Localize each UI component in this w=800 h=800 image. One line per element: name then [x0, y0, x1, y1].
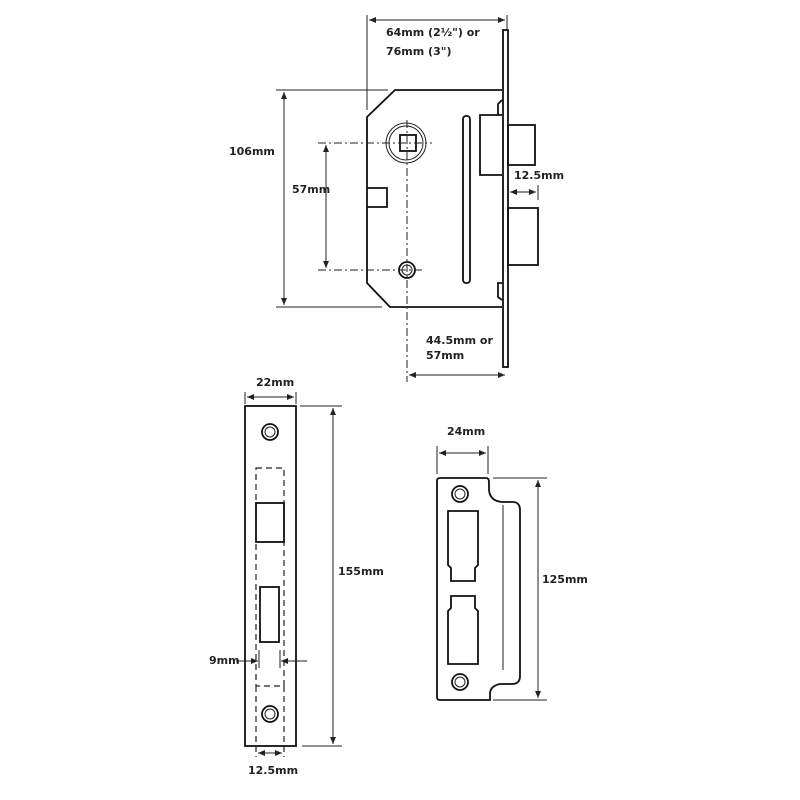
latch-opening [255, 502, 285, 543]
case-width-label: 12.5mm [248, 764, 298, 777]
forend-plate [244, 405, 297, 747]
backset-label-1: 44.5mm or [426, 334, 493, 347]
screw-hole-top [261, 423, 279, 441]
latch-slot [447, 510, 479, 582]
screw-hole-bottom [261, 705, 279, 723]
case-depth-label-1: 64mm (2½") or [386, 26, 480, 39]
strike-screw-hole-top [451, 485, 469, 503]
forend-height-label: 155mm [338, 565, 384, 578]
case-notch [367, 187, 388, 208]
dead-bolt [507, 207, 539, 266]
deadbolt-opening [259, 586, 280, 643]
latch-bolt [507, 124, 536, 166]
latch-housing [479, 114, 502, 176]
strike-width-label: 24mm [447, 425, 485, 438]
strike-height-label: 125mm [542, 573, 588, 586]
backset-label-2: 57mm [426, 349, 464, 362]
lock-case-outline [366, 89, 502, 308]
slot-width-label: 9mm [209, 654, 240, 667]
forend-drawing: 22mm 155mm 9mm 12.5mm [209, 376, 384, 777]
forend-side-plate [502, 29, 509, 368]
strike-plate-outline [436, 477, 521, 701]
case-slot [462, 115, 471, 284]
lock-body-drawing: 64mm (2½") or 76mm (3") 106mm 57mm 12.5m… [229, 15, 564, 382]
case-depth-label-2: 76mm (3") [386, 45, 452, 58]
centres-label: 57mm [292, 183, 330, 196]
height-label: 106mm [229, 145, 275, 158]
case-outline-hidden [255, 467, 285, 687]
forend-width-label: 22mm [256, 376, 294, 389]
strike-screw-hole-bottom [451, 673, 469, 691]
strike-plate-drawing: 24mm 125mm [436, 425, 588, 701]
deadbolt-slot [447, 595, 479, 665]
bolt-projection-label: 12.5mm [514, 169, 564, 182]
